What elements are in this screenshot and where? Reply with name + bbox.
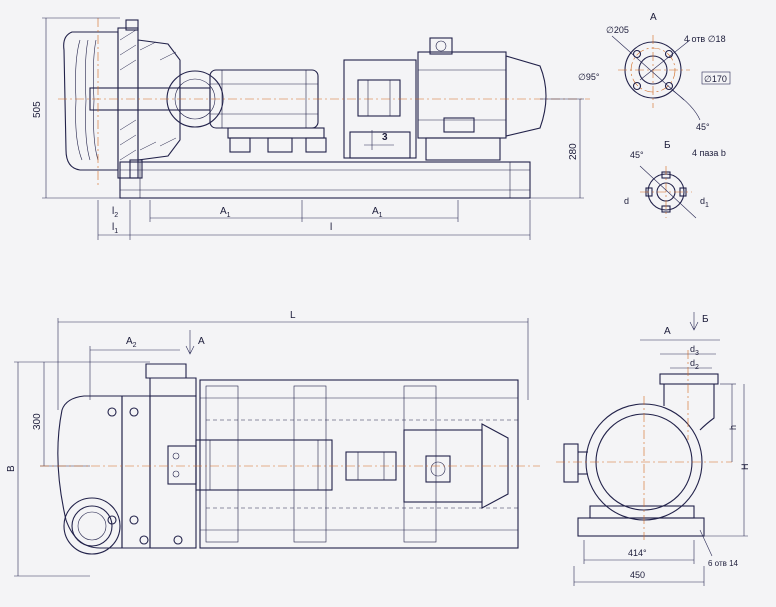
dim-H: H	[740, 464, 750, 471]
electric-motor	[417, 37, 547, 161]
dim-B: B	[6, 465, 17, 472]
end-view-label-A: A	[664, 326, 671, 337]
pump-casing	[63, 19, 181, 179]
coupling-housing	[209, 69, 327, 153]
motor-coupling	[357, 79, 401, 117]
detail-a-dia-170: ∅170	[704, 74, 727, 84]
end-view-holes: 6 отв 14	[708, 559, 739, 568]
side-view: 505 280 3 A1 A1 l l2 l1	[32, 17, 590, 240]
detail-a-dia-95: ∅95°	[578, 72, 600, 82]
detail-a-holes: 4 отв ∅18	[684, 34, 726, 44]
detail-b-title: Б	[664, 140, 671, 151]
end-view-label-B: Б	[702, 314, 709, 325]
dim-A2: A2	[126, 336, 137, 349]
detail-b-slots: 4 паза b	[692, 148, 726, 158]
plan-bearing-body	[195, 439, 333, 491]
dim-l-total: l	[330, 222, 332, 233]
dim-L: L	[290, 310, 296, 321]
dim-414: 414°	[628, 548, 647, 558]
dim-height-505: 505	[32, 101, 43, 118]
detail-b-angle: 45°	[630, 150, 644, 160]
dim-gap-3: 3	[382, 132, 388, 143]
base-frame	[119, 161, 531, 199]
detail-a-angle: 45°	[696, 122, 710, 132]
dim-a1-left: A1	[220, 206, 231, 219]
dim-d3: d3	[690, 344, 699, 357]
dim-l2: l2	[112, 206, 118, 219]
end-view: A Б d3 d2 h H 414° 450	[556, 312, 750, 586]
plan-pump-volute	[57, 363, 197, 555]
dim-450: 450	[630, 570, 645, 580]
detail-a-title: А	[650, 12, 657, 23]
dim-h: h	[728, 425, 738, 430]
arrow-label-A: A	[198, 336, 205, 347]
detail-a: А ∅205 4 отв ∅18 ∅95° ∅170 45°	[578, 12, 731, 132]
detail-b-d: d	[624, 196, 629, 206]
detail-a-dia-170-box	[701, 71, 731, 85]
detail-b-d1: d1	[700, 196, 709, 209]
detail-b: Б 45° 4 паза b d d1	[624, 140, 726, 219]
dim-d2: d2	[690, 358, 699, 371]
plan-view: L A2 A B 300	[6, 310, 540, 577]
end-base-plate	[577, 517, 705, 537]
dim-300: 300	[32, 413, 43, 430]
detail-a-dia-205: ∅205	[606, 25, 629, 35]
dim-l1: l1	[112, 222, 118, 235]
dim-shaft-height-280: 280	[568, 143, 579, 160]
motor-bracket	[343, 59, 417, 159]
dim-a1-right: A1	[372, 206, 383, 219]
plan-base-frame	[199, 379, 519, 549]
